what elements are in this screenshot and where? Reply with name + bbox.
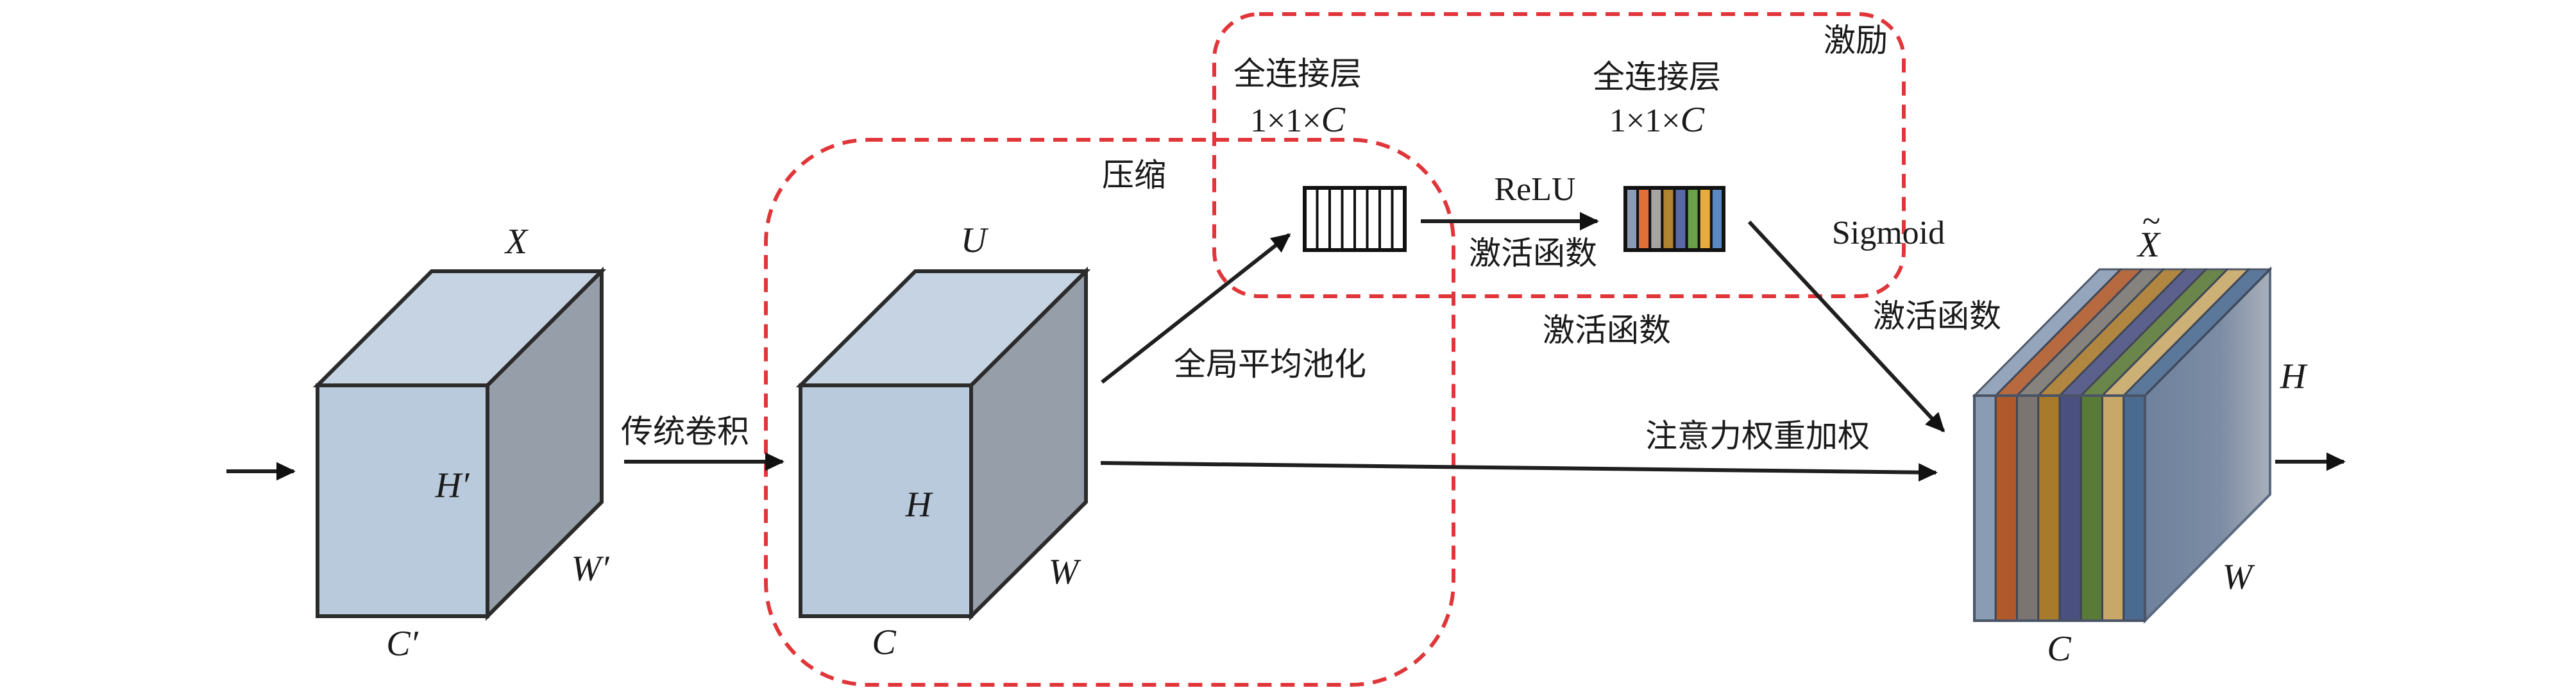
output-channel-strip (2037, 394, 2061, 622)
reweight-arrow (1100, 461, 1938, 482)
excitation-region-box (1212, 12, 1906, 298)
input-channel-label: C′ (386, 624, 418, 664)
fc2-label: 全连接层 (1593, 58, 1721, 96)
output-channel-strip (2101, 394, 2125, 622)
fc-channel-cell (1341, 187, 1356, 251)
pooling-label: 全局平均池化 (1174, 346, 1366, 383)
fc-channel-cell (1353, 187, 1369, 251)
output-width-label: W (2223, 557, 2255, 597)
output-channel-strip (1994, 394, 2018, 622)
fc2-shape-label: 1×1×C (1609, 100, 1705, 140)
relu-activation-label: 激活函数 (1469, 235, 1597, 272)
fc1-label: 全连接层 (1233, 55, 1362, 92)
feature-width-label: W (1049, 552, 1081, 592)
fc-channel-cell (1648, 187, 1664, 251)
fc-channel-cell (1366, 187, 1381, 251)
input-height-label: H′ (435, 466, 470, 505)
cube-front-face (799, 383, 973, 618)
output-channel-strip (2058, 394, 2082, 622)
feature-height-label: H (905, 485, 933, 525)
output-channel-strip (2016, 394, 2040, 622)
input-width-label: W′ (572, 549, 610, 589)
fc-channel-cell (1661, 187, 1676, 251)
fc-outline (1303, 186, 1407, 252)
output-tensor-tilde: ~ (2142, 203, 2160, 240)
fc-channel-cell (1697, 187, 1713, 251)
fc-channel-cell (1673, 187, 1688, 251)
fc-channel-cell (1316, 187, 1331, 251)
fc-channel-cell (1685, 187, 1700, 251)
relu-label: ReLU (1494, 171, 1575, 208)
fc1-vector (1303, 186, 1407, 252)
output-tensor-cube (1972, 266, 2273, 624)
excitation-label: 激励 (1824, 22, 1888, 59)
fc-channel-cell (1636, 187, 1652, 251)
sigmoid-arrow (1747, 220, 1945, 433)
output-tensor-name: X (2137, 225, 2162, 265)
fc-outline (1623, 186, 1725, 252)
cube-front-face (316, 383, 489, 618)
sigmoid-activation-label: 激活函数 (1873, 298, 2001, 335)
fc-channel-cell (1328, 187, 1344, 251)
fc2-vector (1623, 186, 1725, 252)
output-height-label: H (2280, 357, 2308, 396)
squeeze-region-box (764, 138, 1455, 687)
feature-tensor-cube (795, 266, 1091, 621)
output-channel-strip (2080, 394, 2103, 622)
output-channel-strip (2123, 394, 2146, 622)
pooling-arrow (1101, 233, 1291, 384)
output-front-outline (1973, 394, 2146, 622)
fc1-shape-label: 1×1×C (1250, 100, 1346, 140)
feature-channel-label: C (872, 623, 896, 662)
input-tensor-cube (312, 266, 607, 621)
output-channel-strip (1973, 394, 1997, 622)
output-channel-label: C (2047, 629, 2071, 669)
middle-activation-label: 激活函数 (1543, 312, 1671, 349)
squeeze-label: 压缩 (1102, 156, 1166, 194)
input-tensor-name: X (504, 222, 529, 262)
conv-label: 传统卷积 (621, 413, 749, 450)
sigmoid-label: Sigmoid (1832, 215, 1945, 251)
feature-tensor-name: U (961, 221, 989, 260)
reweight-label: 注意力权重加权 (1645, 417, 1870, 455)
fc-channel-cell (1378, 187, 1394, 251)
